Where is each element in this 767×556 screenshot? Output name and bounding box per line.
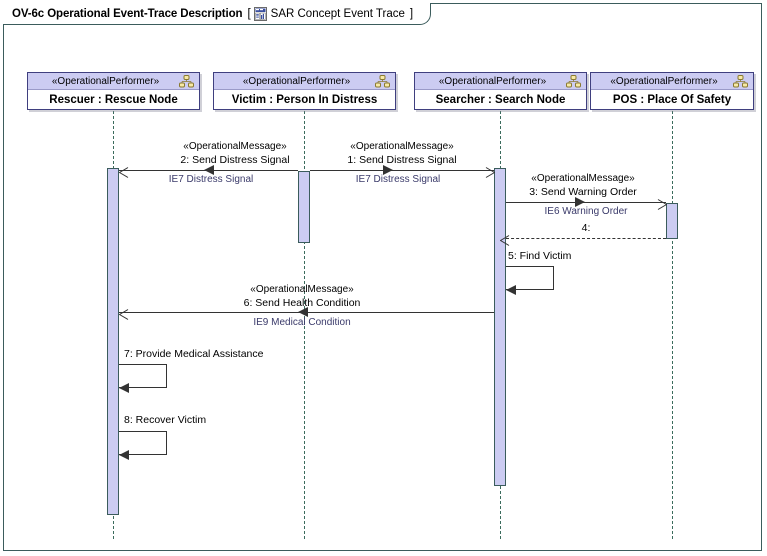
lifeline-head-victim[interactable]: «OperationalPerformer» Victim : Person I…: [213, 72, 396, 110]
lifeline-pos: [672, 111, 673, 539]
lifeline-name-pos: POS : Place Of Safety: [591, 90, 753, 109]
activation-bar-rescuer[interactable]: [107, 168, 119, 515]
bracket-close: ]: [409, 7, 414, 20]
lifeline-head-rescuer[interactable]: «OperationalPerformer» Rescuer : Rescue …: [27, 72, 200, 110]
message-stereotype-m3: «OperationalMessage»: [531, 173, 635, 184]
message-sublabel-m1: IE7 Distress Signal: [355, 174, 441, 185]
lifeline-victim: [304, 111, 305, 539]
message-label-m2: 2: Send Distress Signal: [180, 154, 290, 166]
message-line-m1[interactable]: [310, 170, 494, 171]
lifeline-stereotype-victim: «OperationalPerformer»: [214, 73, 395, 90]
diagram-subtitle: SAR Concept Event Trace: [270, 7, 405, 20]
diagram-title: OV-6c Operational Event-Trace Descriptio…: [12, 7, 243, 20]
message-label-m4: 4:: [581, 222, 591, 234]
bracket-open: [: [247, 7, 251, 20]
operational-performer-node-icon: [733, 75, 748, 88]
message-arrowhead-m1: [383, 165, 393, 175]
self-message-m5[interactable]: [506, 266, 554, 290]
message-arrowhead-open-m1: [485, 165, 496, 178]
self-message-arrowhead-m7: [119, 383, 129, 393]
activation-bar-victim[interactable]: [298, 171, 310, 243]
message-arrowhead-open-m6: [118, 307, 129, 320]
self-message-m8[interactable]: [119, 431, 167, 455]
message-arrowhead-open-m4: [499, 233, 510, 246]
message-arrowhead-open-m3: [657, 197, 668, 210]
diagram-frame-header[interactable]: OV-6c Operational Event-Trace Descriptio…: [3, 3, 432, 25]
self-message-m7[interactable]: [119, 364, 167, 388]
self-message-label-m7: 7: Provide Medical Assistance: [124, 348, 264, 360]
self-message-arrowhead-m8: [119, 450, 129, 460]
message-stereotype-m6: «OperationalMessage»: [250, 284, 354, 295]
operational-performer-node-icon: [179, 75, 194, 88]
event-trace-icon: [253, 6, 267, 21]
message-sublabel-m6: IE9 Medical Condition: [253, 317, 351, 328]
self-message-arrowhead-m5: [506, 285, 516, 295]
message-label-m6: 6: Send Health Condition: [243, 297, 361, 309]
message-arrowhead-open-m2: [118, 165, 129, 178]
message-arrowhead-m2: [204, 165, 214, 175]
message-sublabel-m2: IE7 Distress Signal: [168, 174, 254, 185]
lifeline-name-rescuer: Rescuer : Rescue Node: [28, 90, 199, 109]
operational-performer-node-icon: [566, 75, 581, 88]
message-line-m3[interactable]: [506, 202, 666, 203]
activation-bar-searcher[interactable]: [494, 168, 506, 486]
lifeline-name-searcher: Searcher : Search Node: [415, 90, 586, 109]
message-stereotype-m2: «OperationalMessage»: [183, 141, 287, 152]
lifeline-head-searcher[interactable]: «OperationalPerformer» Searcher : Search…: [414, 72, 587, 110]
message-sublabel-m3: IE6 Warning Order: [544, 206, 628, 217]
operational-performer-node-icon: [375, 75, 390, 88]
message-arrowhead-m3: [575, 197, 585, 207]
self-message-label-m5: 5: Find Victim: [508, 250, 572, 262]
lifeline-name-victim: Victim : Person In Distress: [214, 90, 395, 109]
message-label-m3: 3: Send Warning Order: [529, 186, 637, 198]
message-line-m4[interactable]: [506, 238, 666, 239]
lifeline-stereotype-rescuer: «OperationalPerformer»: [28, 73, 199, 90]
activation-bar-pos[interactable]: [666, 203, 678, 239]
message-label-m1: 1: Send Distress Signal: [347, 154, 457, 166]
lifeline-stereotype-pos: «OperationalPerformer»: [591, 73, 753, 90]
self-message-label-m8: 8: Recover Victim: [124, 414, 207, 426]
lifeline-head-pos[interactable]: «OperationalPerformer» POS : Place Of Sa…: [590, 72, 754, 110]
message-stereotype-m1: «OperationalMessage»: [350, 141, 454, 152]
lifeline-stereotype-searcher: «OperationalPerformer»: [415, 73, 586, 90]
message-arrowhead-m6: [298, 307, 308, 317]
